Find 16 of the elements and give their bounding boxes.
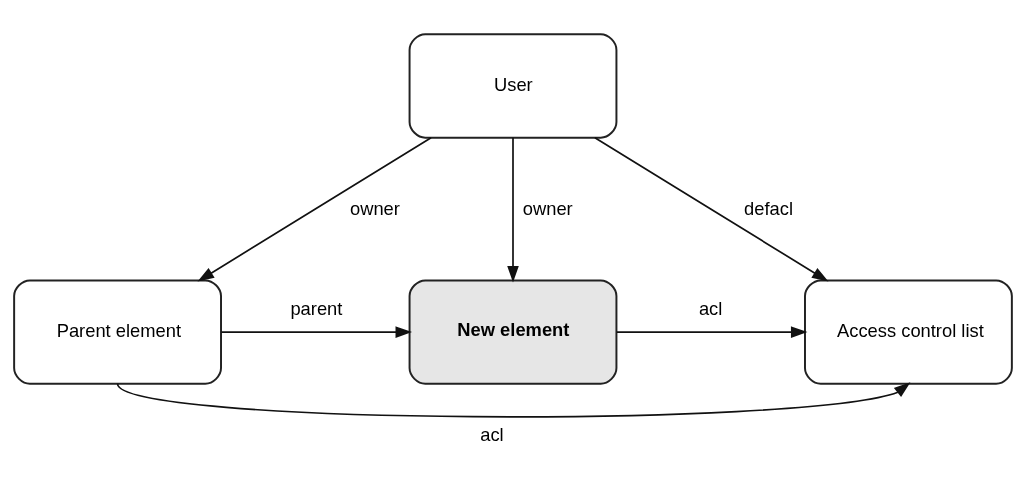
node-box: Parent element	[13, 278, 222, 385]
node-box: Access control list	[804, 278, 1013, 385]
edge-label: acl	[480, 423, 504, 445]
edge-label: owner	[522, 197, 573, 219]
arrow	[594, 136, 829, 282]
arrow	[197, 136, 432, 282]
arrow	[220, 325, 413, 338]
node-box: User	[408, 32, 618, 139]
edge-label: parent	[290, 297, 343, 319]
edge-label: defacl	[744, 197, 794, 219]
arrow	[616, 325, 808, 338]
arrow	[116, 381, 911, 417]
edge-label: owner	[349, 197, 400, 219]
edge-label: acl	[698, 297, 723, 319]
node-box: New element	[408, 278, 618, 385]
arrow	[507, 136, 519, 283]
